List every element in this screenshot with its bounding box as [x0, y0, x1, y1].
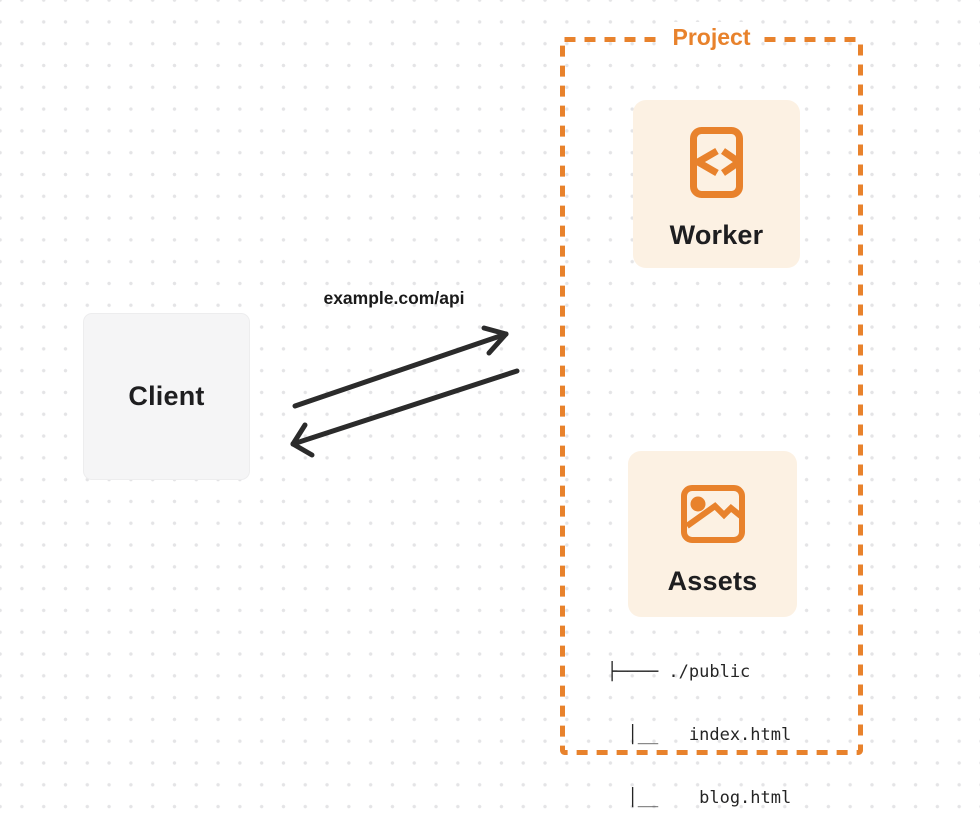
- assets-node: Assets: [628, 451, 797, 617]
- tree-line-blog: │__ blog.html: [607, 788, 792, 808]
- request-arrow: [292, 325, 509, 409]
- tree-line-index: │__ index.html: [607, 725, 792, 745]
- code-file-icon: [690, 127, 743, 198]
- worker-label: Worker: [669, 220, 764, 250]
- client-node: Client: [83, 313, 250, 480]
- response-arrow: [290, 368, 520, 458]
- project-boundary: Project Worker Assets ├──── ./public │__…: [560, 22, 863, 808]
- image-icon: [680, 485, 745, 543]
- project-label: Project: [663, 22, 760, 52]
- file-tree: ├──── ./public │__ index.html │__ blog.h…: [607, 620, 791, 818]
- client-label: Client: [128, 381, 205, 411]
- route-label: example.com/api: [323, 288, 465, 308]
- worker-node: Worker: [633, 100, 800, 268]
- tree-line-public: ├──── ./public: [607, 662, 751, 682]
- assets-label: Assets: [667, 566, 758, 596]
